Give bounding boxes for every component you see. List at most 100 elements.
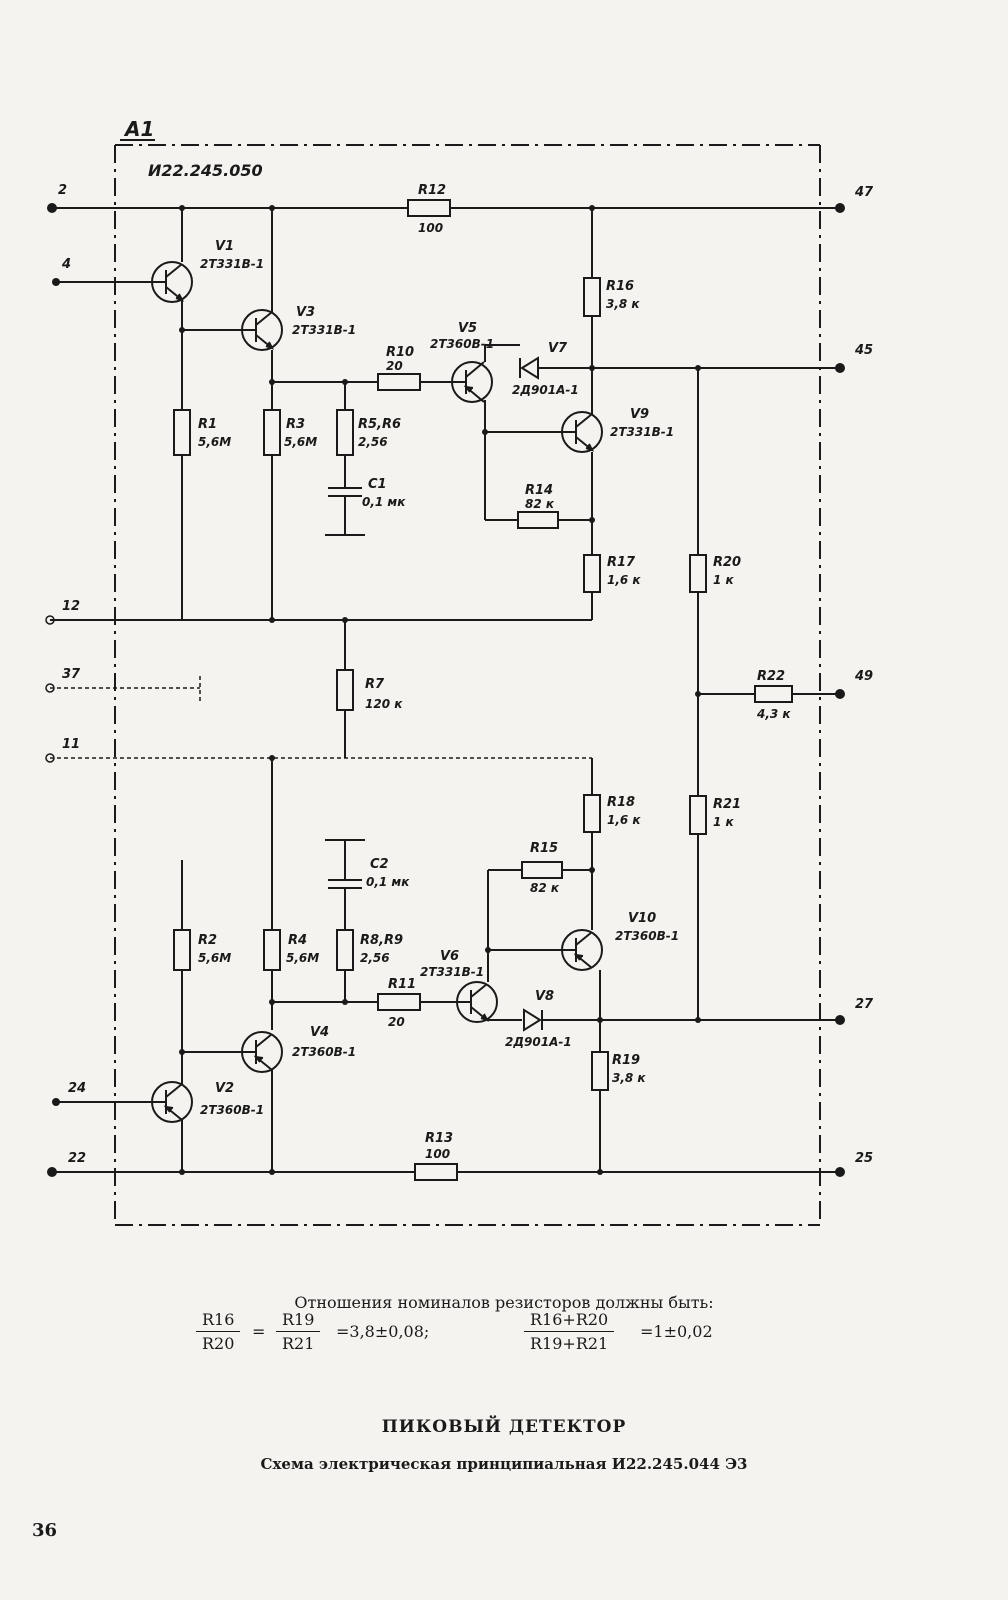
transistor-v2 [150, 1081, 193, 1123]
equals-sign: = [252, 1322, 266, 1341]
terminal-45 [835, 363, 845, 373]
r10-value: 20 [386, 359, 403, 373]
r20-value: 1 к [713, 573, 735, 587]
v4-ref: V4 [310, 1025, 329, 1040]
r10-ref: R10 [386, 345, 414, 360]
resistor-r19 [591, 1051, 609, 1091]
r18-ref: R18 [607, 795, 635, 810]
v6-ref: V6 [440, 949, 459, 964]
page-title: ПИКОВЫЙ ДЕТЕКТОР [381, 1417, 627, 1437]
r12-value: 100 [418, 221, 443, 235]
pin-label-25: 25 [855, 1151, 873, 1166]
v6-type: 2T331B-1 [420, 965, 484, 979]
v8-type: 2Д901А-1 [505, 1035, 572, 1049]
terminal-25 [835, 1167, 845, 1177]
v5-type: 2T360B-1 [430, 337, 494, 351]
r7-ref: R7 [365, 677, 385, 692]
page-number: 36 [32, 1520, 58, 1541]
r5r6-ref: R5,R6 [358, 417, 401, 432]
v10-type: 2T360B-1 [615, 929, 679, 943]
transistor-v3 [240, 309, 283, 351]
r16-ref: R16 [606, 279, 634, 294]
resistor-r1 [173, 409, 191, 456]
v1-ref: V1 [215, 239, 234, 254]
terminal-27 [835, 1015, 845, 1025]
transistor-v9 [560, 411, 603, 453]
r22-ref: R22 [757, 669, 785, 684]
r21-value: 1 к [713, 815, 735, 829]
resistor-r16 [583, 277, 601, 317]
c1-ref: C1 [368, 477, 387, 492]
fraction-numerator: R19 [276, 1310, 321, 1332]
fraction-r16-r20: R16 R20 [196, 1310, 241, 1353]
terminal-4 [52, 278, 60, 286]
v1-type: 2T331B-1 [200, 257, 264, 271]
pin-label-47: 47 [854, 185, 874, 200]
diode-v7 [519, 356, 539, 380]
transistor-v4 [240, 1031, 283, 1073]
r2-value: 5,6М [198, 951, 231, 965]
v4-type: 2T360B-1 [292, 1045, 356, 1059]
pin-label-4: 4 [61, 257, 71, 272]
r8r9-ref: R8,R9 [360, 933, 403, 948]
resistor-r18 [583, 794, 601, 833]
resistor-r22 [754, 685, 793, 703]
junction-dots [179, 205, 701, 1175]
pin-label-2: 2 [58, 183, 67, 198]
resistor-r3 [263, 409, 281, 456]
r2-ref: R2 [198, 933, 217, 948]
capacitor-c1 [328, 487, 362, 497]
terminal-2 [47, 203, 57, 213]
r3-ref: R3 [286, 417, 305, 432]
c2-ref: C2 [370, 857, 389, 872]
terminal-11 [45, 753, 55, 763]
r18-value: 1,6 к [607, 813, 641, 827]
ratio2-result: =1±0,02 [640, 1322, 713, 1341]
capacitor-c2 [328, 879, 362, 889]
fraction-r19-r21: R19 R21 [276, 1310, 321, 1353]
terminal-24 [52, 1098, 60, 1106]
fraction-denominator: R20 [202, 1334, 235, 1353]
dashed-connections [50, 676, 592, 759]
fraction-numerator: R16+R20 [524, 1310, 615, 1332]
resistor-r2 [173, 929, 191, 971]
v2-ref: V2 [215, 1081, 234, 1096]
pin-label-27: 27 [855, 997, 874, 1012]
r14-ref: R14 [525, 483, 553, 498]
v3-ref: V3 [296, 305, 315, 320]
pin-label-37: 37 [62, 667, 81, 682]
v2-type: 2T360B-1 [200, 1103, 264, 1117]
r11-ref: R11 [388, 977, 416, 992]
r1-ref: R1 [198, 417, 217, 432]
resistor-r14 [517, 511, 559, 529]
ratio-note: Отношения номиналов резисторов должны бы… [294, 1293, 714, 1312]
resistor-r20 [689, 554, 707, 593]
lower-wiring [52, 758, 840, 1173]
resistor-r12 [407, 199, 451, 217]
resistor-r10 [377, 373, 421, 391]
resistor-r17 [583, 554, 601, 593]
resistor-r15 [521, 861, 563, 879]
resistor-r7 [336, 669, 354, 711]
terminal-49 [835, 689, 845, 699]
r4-ref: R4 [288, 933, 307, 948]
v9-type: 2T331B-1 [610, 425, 674, 439]
r17-ref: R17 [607, 555, 636, 570]
pin-label-49: 49 [854, 669, 873, 684]
diode-v8 [523, 1008, 543, 1032]
pin-label-45: 45 [854, 343, 873, 358]
r3-value: 5,6М [284, 435, 317, 449]
r13-ref: R13 [425, 1131, 453, 1146]
transistor-v5 [450, 361, 493, 403]
fraction-denominator: R19+R21 [530, 1334, 609, 1353]
resistor-r13 [414, 1163, 458, 1181]
v7-ref: V7 [548, 341, 568, 356]
block-border [114, 144, 821, 1226]
resistor-r11 [377, 993, 421, 1011]
c2-value: 0,1 мк [366, 875, 410, 889]
circuit-diagram: A1 И22.245.050 [45, 117, 874, 1226]
terminal-47 [835, 203, 845, 213]
r13-value: 100 [425, 1147, 450, 1161]
r7-value: 120 к [365, 697, 403, 711]
